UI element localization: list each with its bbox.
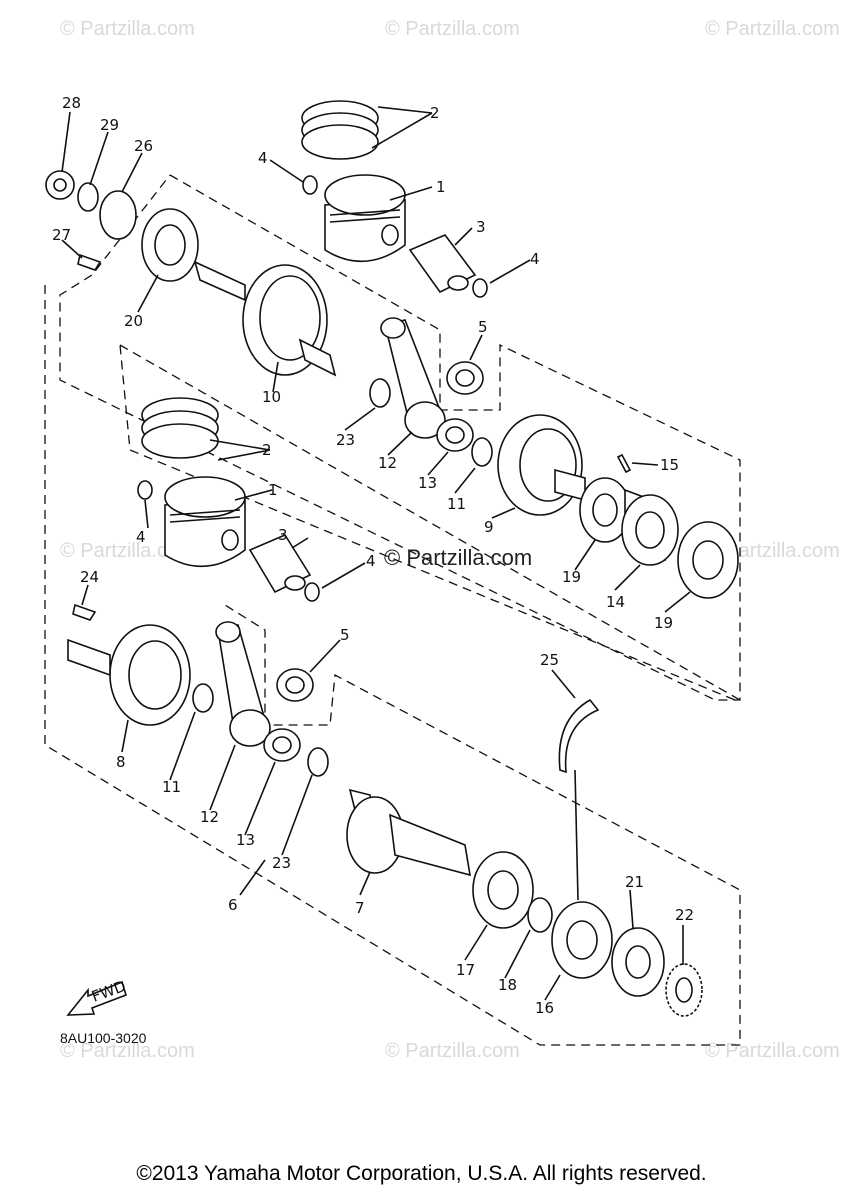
callout-number: 17 [456, 961, 475, 979]
group-outline-lower [44, 285, 741, 1046]
callout-number: 19 [654, 614, 673, 632]
callout-number: 23 [272, 854, 291, 872]
callout-number: 25 [540, 651, 559, 669]
connecting-rod-upper [380, 317, 446, 439]
needle-bearing-13-upper [436, 418, 474, 452]
callout-number: 21 [625, 873, 644, 891]
piston-pin-lower [248, 533, 312, 594]
callout-number: 4 [258, 149, 268, 167]
circlip-upper-a [302, 175, 318, 195]
bearing-20 [141, 208, 199, 282]
callout-number: 13 [236, 831, 255, 849]
piston-ring-upper [301, 100, 379, 160]
crankshaft-half-upper [193, 260, 337, 377]
watermark: © Partzilla.com [705, 540, 840, 562]
callout-number: 8 [116, 753, 126, 771]
callout-number: 10 [262, 388, 281, 406]
needle-bearing-13-lower [263, 728, 301, 762]
callout-number: 26 [134, 137, 153, 155]
leader-lines [61, 106, 691, 1001]
callout-number: 3 [476, 218, 486, 236]
callout-number: 28 [62, 94, 81, 112]
callout-number: 3 [278, 526, 288, 544]
crankshaft-half-7 [346, 788, 471, 877]
watermark: © Partzilla.com [60, 540, 195, 562]
callout-number: 2 [430, 104, 440, 122]
diagram-code: 8AU100-3020 [60, 1030, 147, 1046]
bearing-19-a [579, 477, 631, 543]
gear-22 [665, 963, 703, 1017]
watermark: © Partzilla.com [385, 18, 520, 40]
connecting-rod-lower [215, 621, 271, 747]
callout-number: 9 [484, 518, 494, 536]
piston-lower [164, 476, 246, 568]
needle-bearing-5-upper [446, 361, 484, 395]
watermark: © Partzilla.com [385, 1040, 520, 1062]
callout-number: 5 [478, 318, 488, 336]
washer-11-lower [192, 683, 214, 713]
bearing-17 [472, 851, 534, 929]
key-27 [77, 253, 102, 271]
callout-number: 12 [378, 454, 397, 472]
washer-23-lower [307, 747, 329, 777]
nut-28 [45, 170, 75, 200]
washer-29 [77, 182, 99, 212]
callout-number: 11 [447, 495, 466, 513]
piston-pin-upper [408, 234, 477, 294]
washer-18 [527, 897, 553, 933]
crankshaft-half-9 [497, 414, 586, 516]
callout-number: 6 [228, 896, 238, 914]
piston-ring-lower [141, 397, 219, 459]
group-outline-upper [59, 174, 741, 701]
oil-seal-21 [611, 927, 665, 997]
piston-upper [324, 174, 406, 263]
callout-number: 29 [100, 116, 119, 134]
callout-number: 16 [535, 999, 554, 1017]
callout-number: 1 [436, 178, 446, 196]
circlip-upper-b [472, 278, 488, 298]
watermark: © Partzilla.com [60, 18, 195, 40]
callout-number: 27 [52, 226, 71, 244]
circlip-25 [558, 698, 600, 774]
watermark: © Partzilla.com [705, 18, 840, 40]
callout-number: 19 [562, 568, 581, 586]
bearing-19-b [677, 521, 739, 599]
key-24 [72, 603, 97, 621]
callout-number: 15 [660, 456, 679, 474]
callout-number: 18 [498, 976, 517, 994]
bearing-housing-14 [621, 488, 679, 566]
callout-number: 4 [530, 250, 540, 268]
callout-number: 20 [124, 312, 143, 330]
callout-number: 7 [355, 899, 365, 917]
callout-number: 14 [606, 593, 625, 611]
washer-11-upper [471, 437, 493, 467]
circlip-lower-b [304, 582, 320, 602]
oil-seal-26 [99, 190, 137, 240]
watermark: © Partzilla.com [60, 1040, 195, 1062]
callout-number: 12 [200, 808, 219, 826]
callout-number: 23 [336, 431, 355, 449]
circlip-lower-a [137, 480, 153, 500]
crankshaft-half-8 [67, 624, 191, 726]
callout-number: 24 [80, 568, 99, 586]
callout-number: 4 [136, 528, 146, 546]
callout-number: 22 [675, 906, 694, 924]
callout-number: 2 [262, 441, 272, 459]
pin-15 [616, 453, 632, 474]
washer-23-upper [369, 378, 391, 408]
bearing-16 [551, 901, 613, 979]
copyright-notice: ©2013 Yamaha Motor Corporation, U.S.A. A… [136, 1162, 707, 1185]
fwd-arrow-icon [66, 980, 127, 1016]
callout-number: 4 [366, 552, 376, 570]
center-watermark: © Partzilla.com [384, 545, 533, 570]
callout-number: 11 [162, 778, 181, 796]
callout-number: 13 [418, 474, 437, 492]
callout-number: 1 [268, 481, 278, 499]
needle-bearing-5-lower [276, 668, 314, 702]
callout-number: 5 [340, 626, 350, 644]
